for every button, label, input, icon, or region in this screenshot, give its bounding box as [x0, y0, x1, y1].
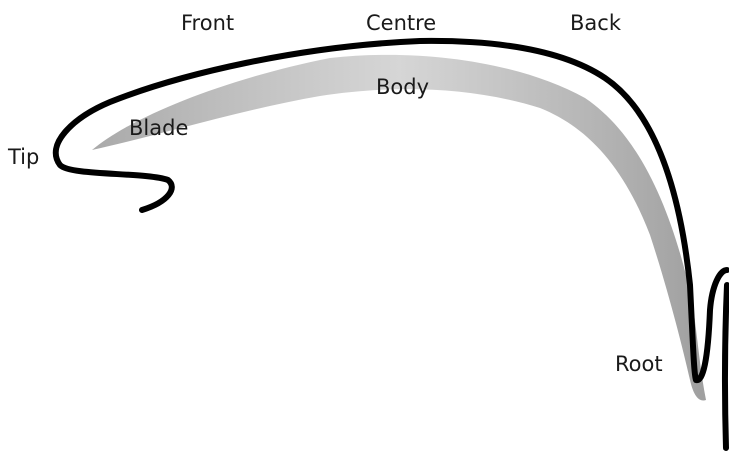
tongue-shading [92, 55, 706, 401]
label-blade: Blade [129, 118, 188, 139]
label-body: Body [376, 77, 429, 98]
label-back: Back [570, 13, 621, 34]
label-root: Root [615, 354, 663, 375]
label-centre: Centre [366, 13, 436, 34]
label-tip: Tip [8, 147, 39, 168]
root-outline [725, 285, 727, 448]
label-front: Front [181, 13, 234, 34]
